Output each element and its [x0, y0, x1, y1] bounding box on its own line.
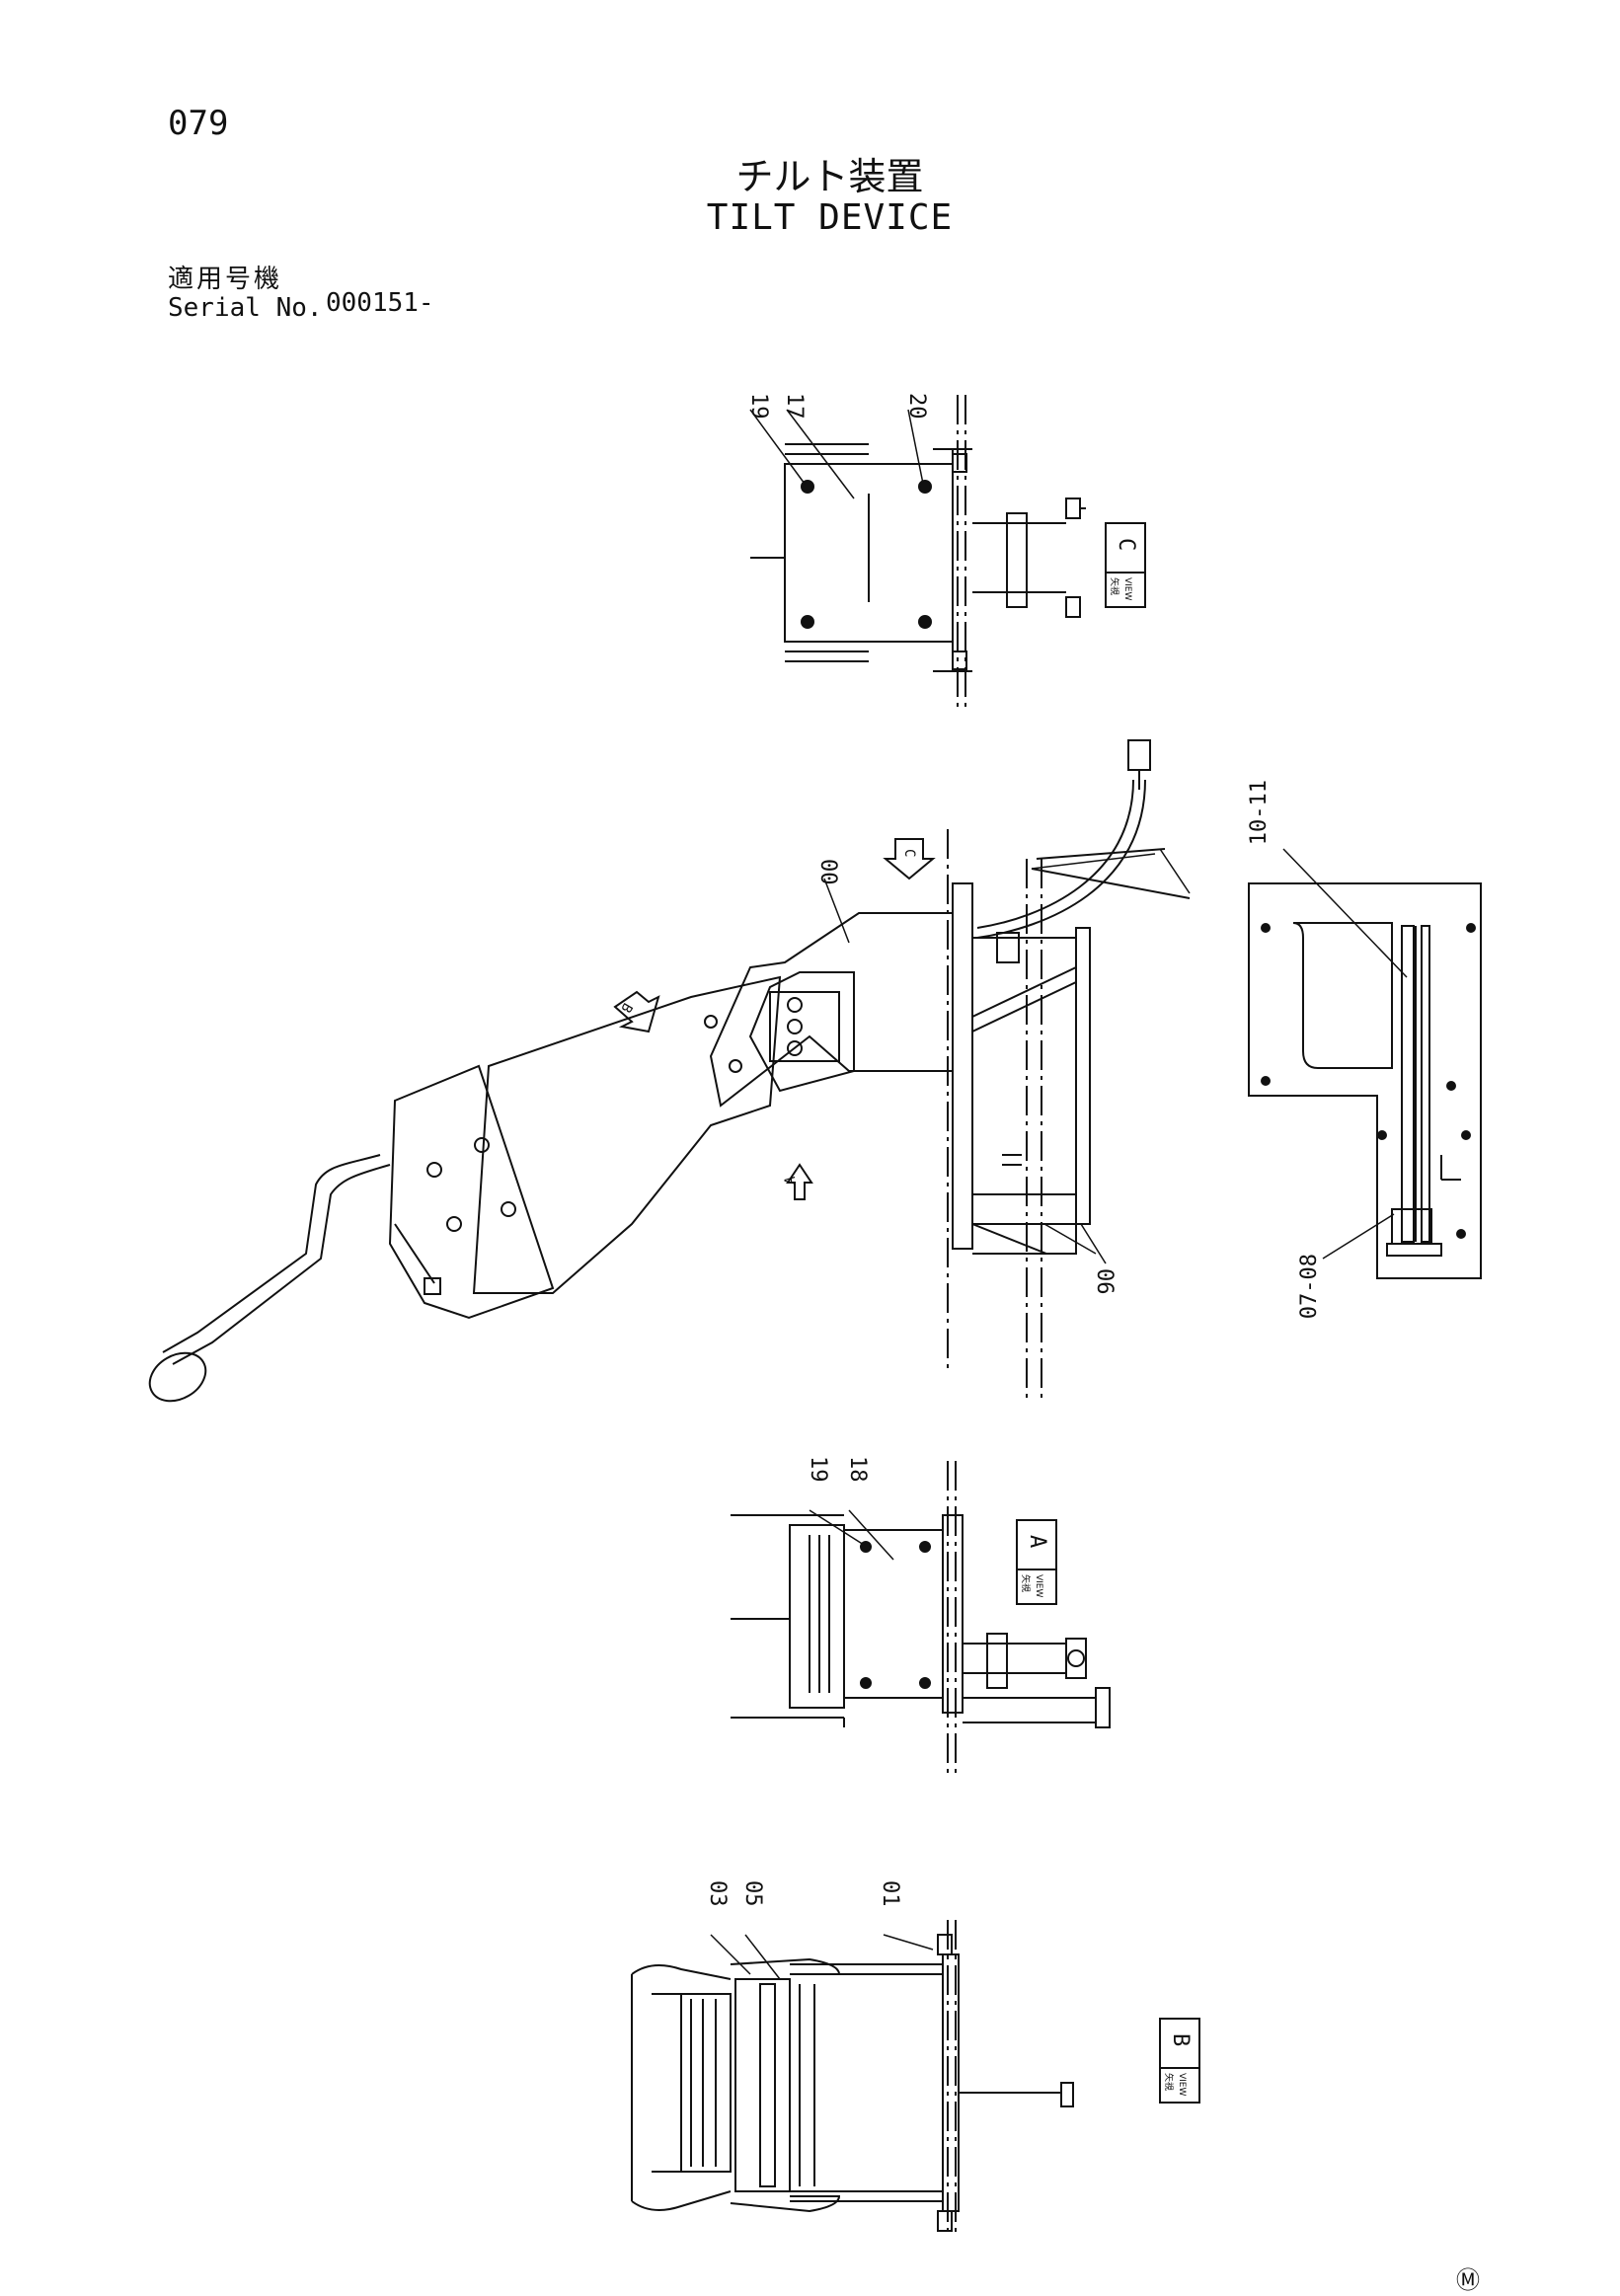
view-c-box: [1105, 522, 1146, 608]
label-07-08: 07-08: [1297, 1254, 1322, 1319]
side-panel-drawing: [1248, 848, 1482, 1279]
view-b-box-letter: B: [1168, 2033, 1193, 2046]
serial-number-value: 000151-: [326, 288, 434, 318]
title-japanese: チルト装置: [735, 155, 924, 198]
label-05: 05: [740, 1880, 765, 1907]
arrow-c-letter: C: [901, 849, 917, 857]
label-17: 17: [782, 393, 807, 420]
footer-mark: Ⓜ: [1456, 2266, 1480, 2294]
label-00: 00: [815, 859, 840, 885]
label-19-view-c: 19: [746, 393, 771, 420]
view-a-box-letter: A: [1025, 1535, 1049, 1548]
arrow-a-letter: A: [783, 1176, 799, 1185]
label-01: 01: [878, 1880, 902, 1907]
view-a-box-kanji: 矢視: [1020, 1574, 1032, 1592]
view-c-drawing: [749, 395, 1086, 711]
label-03: 03: [705, 1880, 730, 1907]
label-19-view-a: 19: [806, 1456, 830, 1483]
label-10-11: 10-11: [1247, 780, 1272, 845]
view-b-box-word: VIEW: [1177, 2073, 1187, 2096]
view-c-box-kanji: 矢視: [1109, 577, 1120, 595]
label-18: 18: [845, 1456, 870, 1483]
title-english: TILT DEVICE: [706, 197, 954, 238]
label-06: 06: [1092, 1268, 1117, 1295]
view-b-box-kanji: 矢視: [1163, 2073, 1175, 2091]
view-a-drawing: [731, 1461, 1111, 1777]
view-c-box-letter: C: [1114, 538, 1138, 551]
page-number: 079: [168, 104, 229, 143]
tilt-main-drawing: [148, 739, 1191, 1403]
view-b-box: [1159, 2018, 1200, 2104]
arrow-b-letter: B: [617, 1000, 635, 1015]
serial-label-english: Serial No.: [168, 293, 323, 323]
view-c-box-word: VIEW: [1122, 577, 1132, 600]
view-a-box-word: VIEW: [1034, 1574, 1043, 1597]
serial-label-japanese: 適用号機: [168, 265, 283, 294]
view-a-box: [1016, 1519, 1057, 1605]
label-20: 20: [904, 393, 929, 420]
view-b-drawing: [631, 1920, 1074, 2236]
